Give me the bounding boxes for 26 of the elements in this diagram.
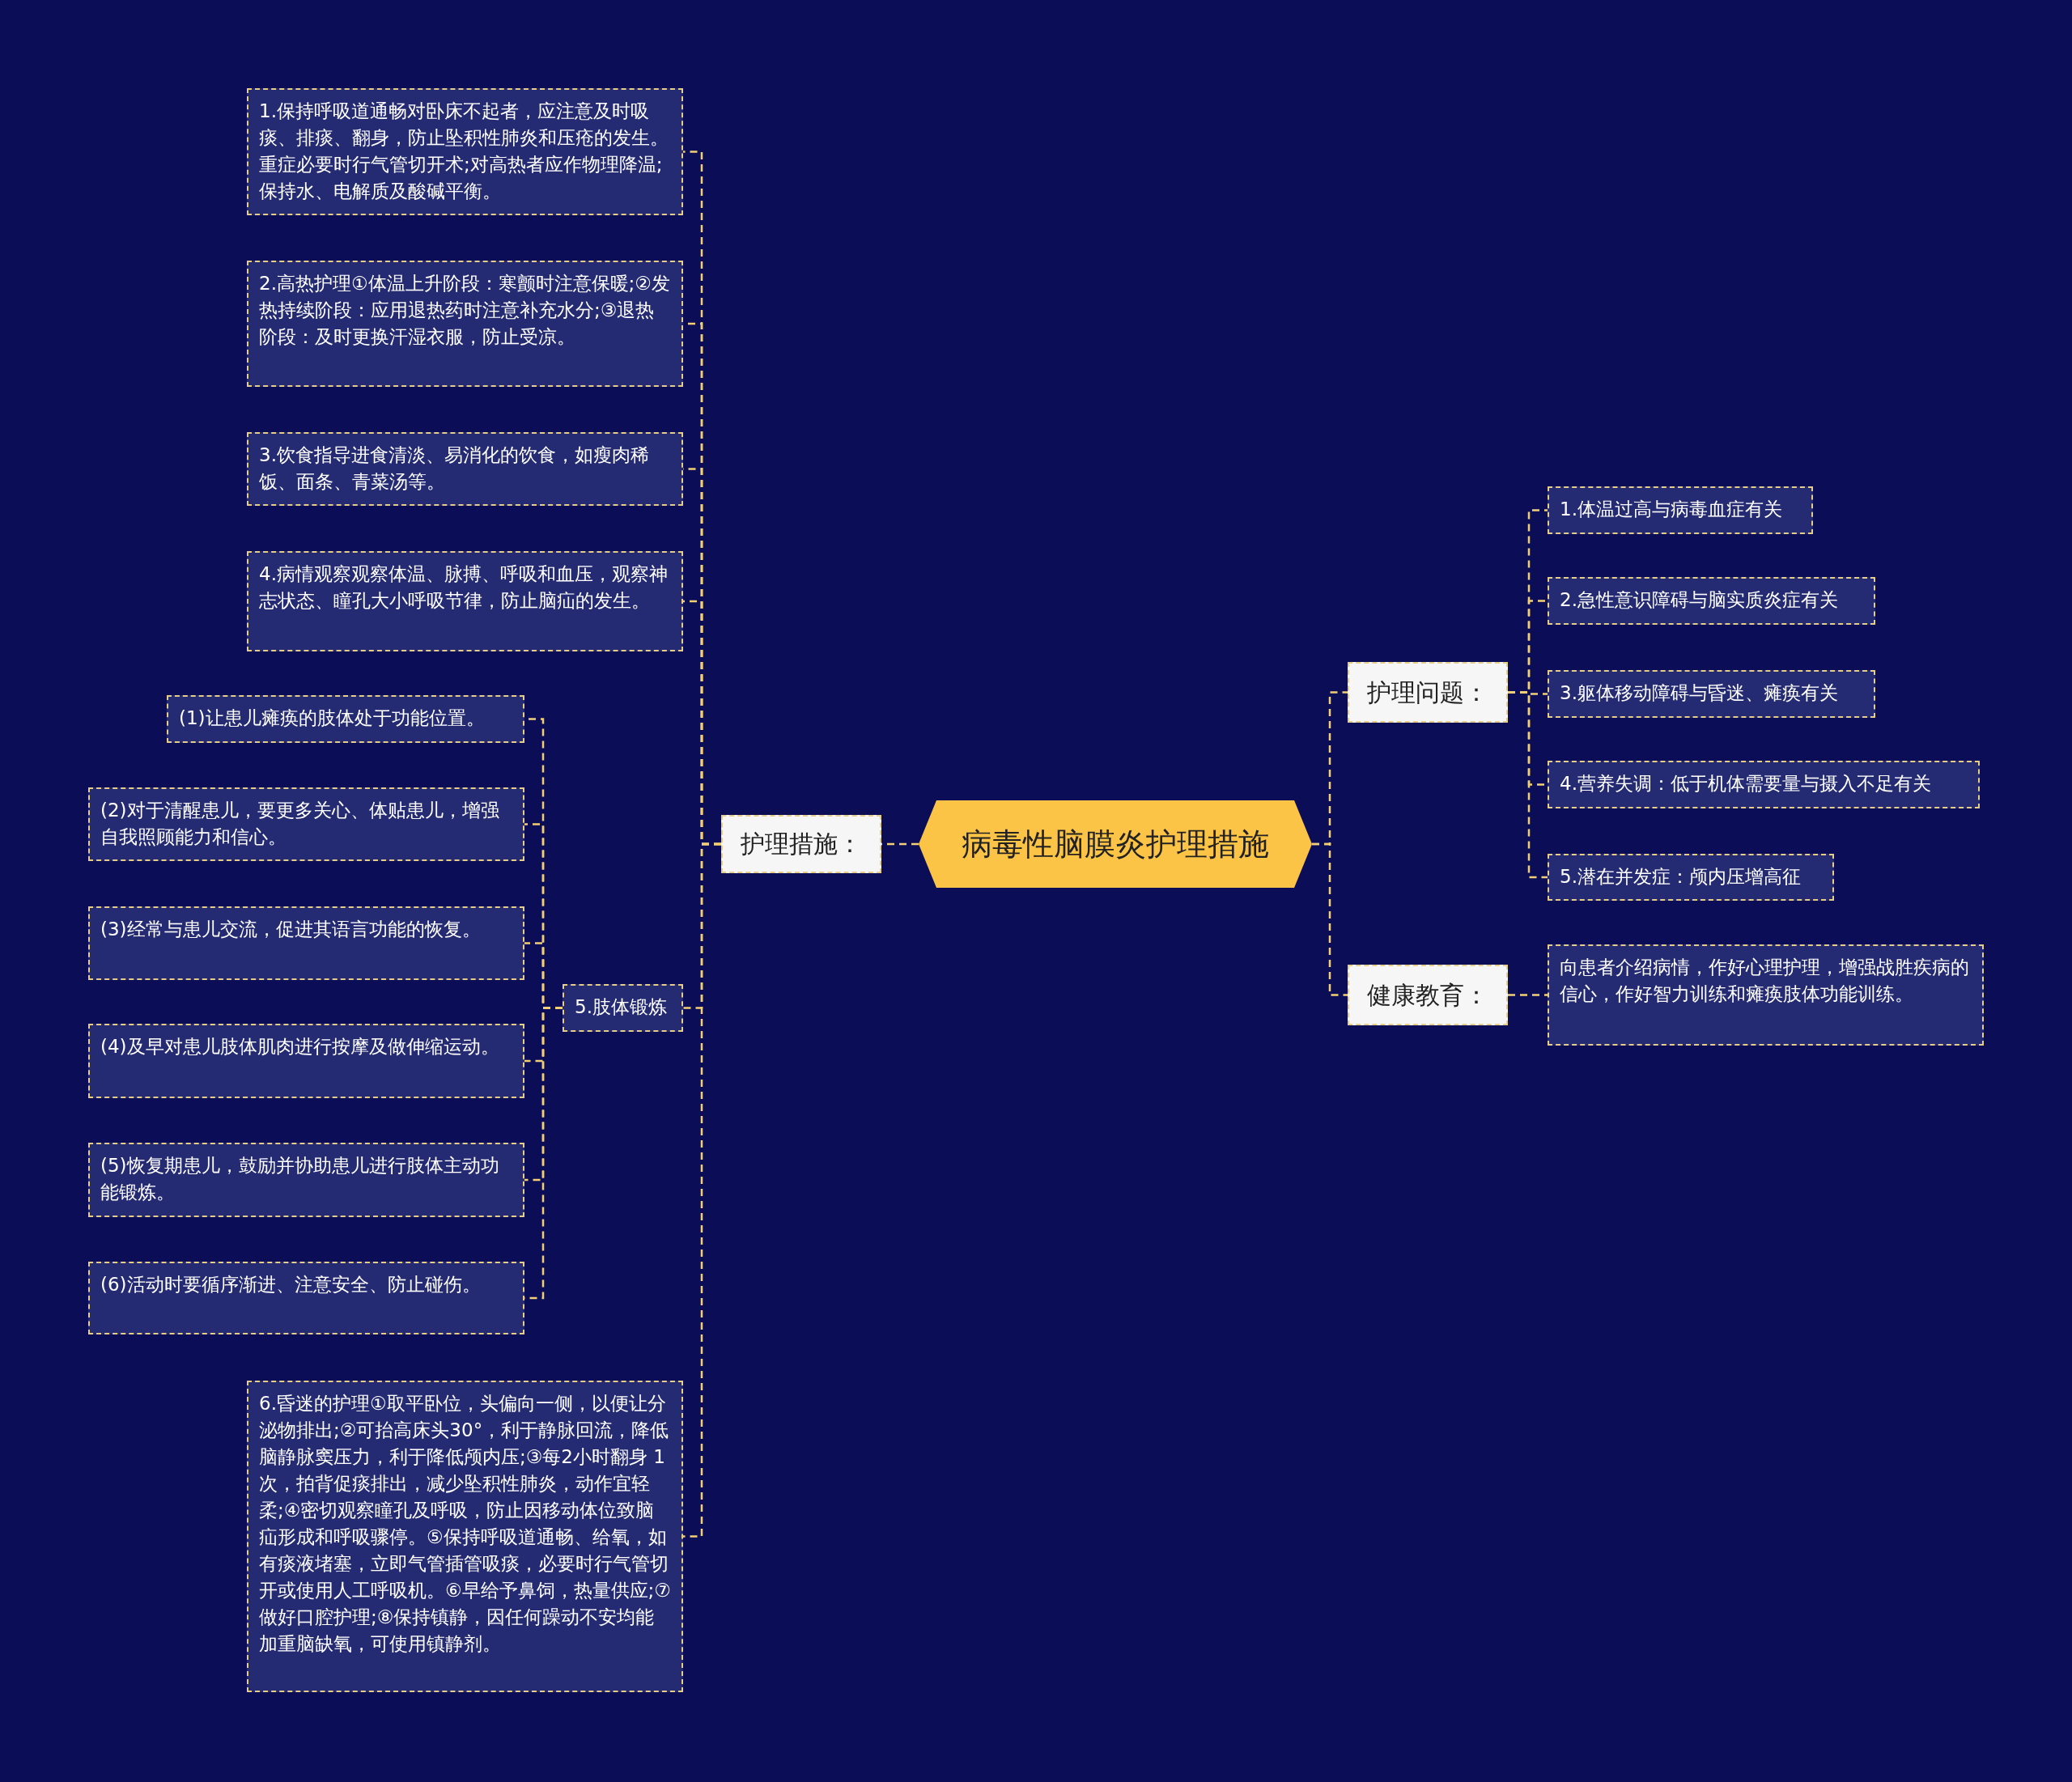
connector-line (1508, 691, 1548, 879)
topic-box: (4)及早对患儿肢体肌肉进行按摩及做伸缩运动。 (88, 1024, 524, 1098)
topic-box: (2)对于清醒患儿，要更多关心、体贴患儿，增强自我照顾能力和信心。 (88, 787, 524, 861)
topic-box: 1.体温过高与病毒血症有关 (1548, 486, 1813, 534)
topic-box: 4.病情观察观察体温、脉搏、呼吸和血压，观察神志状态、瞳孔大小呼吸节律，防止脑疝的发生。 (247, 551, 683, 651)
topic-box: 3.饮食指导进食清淡、易消化的饮食，如瘦肉稀饭、面条、青菜汤等。 (247, 432, 683, 506)
connector-line (1312, 842, 1348, 996)
topic-box: 6.昏迷的护理①取平卧位，头偏向一侧，以便让分泌物排出;②可抬高床头30°，利于静脉回流，降低脑静脉窦压力，利于降低颅内压;③每2小时翻身 1次，拍背促痰排出，减少坠积性肺炎，动作宜轻柔;④密切观察瞳孔及呼吸，防止因移动体位致脑疝形成和呼吸骤停。⑤保持呼吸道通畅、给氧，如有痰液堵塞，立即气管插管吸痰，必要时行气管切开或使用人工呼吸机。⑥早给予鼻饲，热量供应;⑦做好口腔护理;⑧保持镇静，因任何躁动不安均能加重脑缺氧，可使用镇静剂。 (247, 1381, 683, 1692)
topic-box: (6)活动时要循序渐进、注意安全、防止碰伤。 (88, 1262, 524, 1334)
topic-box: 2.高热护理①体温上升阶段：寒颤时注意保暖;②发热持续阶段：应用退热药时注意补充水分;③退热阶段：及时更换汗湿衣服，防止受凉。 (247, 261, 683, 387)
topic-box: 3.躯体移动障碍与昏迷、瘫痪有关 (1548, 670, 1875, 718)
category-box: 护理问题： (1348, 662, 1508, 723)
central-topic-hexagon: 病毒性脑膜炎护理措施 (919, 800, 1312, 888)
connector-line (1508, 994, 1548, 996)
topic-box: 1.保持呼吸道通畅对卧床不起者，应注意及时吸痰、排痰、翻身，防止坠积性肺炎和压疮的发生。重症必要时行气管切开术;对高热者应作物理降温;保持水、电解质及酸碱平衡。 (247, 88, 683, 215)
topic-box: 2.急性意识障碍与脑实质炎症有关 (1548, 577, 1875, 625)
topic-box: 4.营养失调：低于机体需要量与摄入不足有关 (1548, 761, 1980, 808)
connector-line (683, 842, 721, 1538)
topic-box: 向患者介绍病情，作好心理护理，增强战胜疾病的信心，作好智力训练和瘫痪肢体功能训练。 (1548, 944, 1984, 1046)
topic-box: (3)经常与患儿交流，促进其语言功能的恢复。 (88, 906, 524, 980)
topic-box: (1)让患儿瘫痪的肢体处于功能位置。 (167, 695, 524, 743)
topic-box: 5.潜在并发症：颅内压增高征 (1548, 854, 1834, 901)
category-box: 健康教育： (1348, 965, 1508, 1025)
category-box: 护理措施： (721, 815, 881, 873)
topic-box: (5)恢复期患儿，鼓励并协助患儿进行肢体主动功能锻炼。 (88, 1143, 524, 1217)
topic-box: 5.肢体锻炼 (563, 984, 683, 1032)
